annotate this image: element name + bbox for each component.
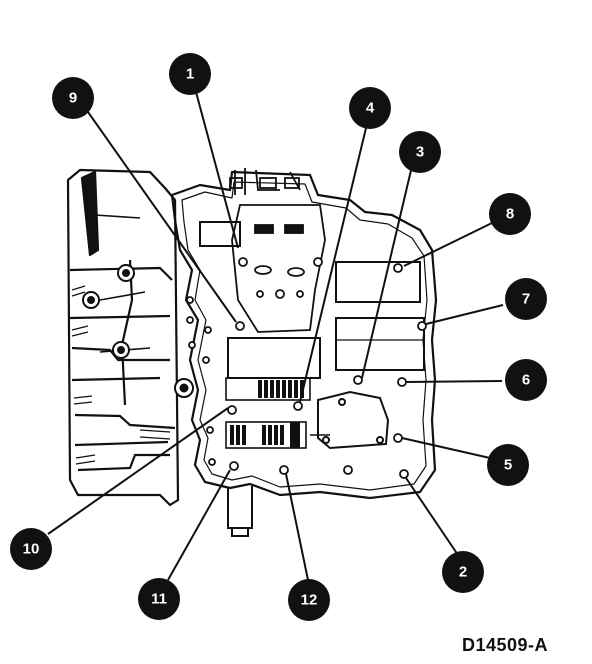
- callout-6: 6: [505, 359, 547, 401]
- callout-7: 7: [505, 278, 547, 320]
- leader-8: [403, 221, 495, 267]
- filter-neck: [227, 486, 253, 537]
- callout-8-label: 8: [506, 206, 514, 223]
- callout-5: 5: [487, 444, 529, 486]
- case-hatching: [71, 285, 171, 465]
- callout-2-label: 2: [459, 564, 467, 581]
- callout-7-label: 7: [522, 291, 530, 308]
- callout-3: 3: [399, 131, 441, 173]
- callout-1-label: 1: [186, 66, 194, 83]
- separator-plate: [229, 168, 326, 333]
- callout-10-label: 10: [23, 541, 40, 558]
- callout-4: 4: [349, 87, 391, 129]
- body-bolts: [186, 257, 427, 479]
- callout-3-label: 3: [416, 144, 424, 161]
- leader-3: [361, 165, 413, 379]
- callout-10: 10: [10, 528, 52, 570]
- leader-2: [405, 477, 459, 556]
- leader-4: [299, 127, 367, 403]
- callout-5-label: 5: [504, 457, 512, 474]
- callout-12: 12: [288, 579, 330, 621]
- callout-9: 9: [52, 77, 94, 119]
- figure-id-label: D14509-A: [461, 635, 548, 655]
- valve-bores: [199, 221, 425, 379]
- spool-outlines: [225, 377, 330, 449]
- callout-8: 8: [489, 193, 531, 235]
- valve-spool-upper: [258, 380, 304, 398]
- leader-11: [167, 469, 231, 581]
- callout-1: 1: [169, 53, 211, 95]
- leader-6: [405, 380, 503, 383]
- leader-10: [47, 407, 229, 535]
- leader-12: [285, 473, 309, 581]
- callout-11-label: 11: [151, 591, 167, 608]
- cover-plate: [317, 390, 390, 450]
- valve-spool-lower: [230, 422, 300, 448]
- leader-9: [87, 111, 237, 323]
- callout-12-label: 12: [301, 592, 318, 609]
- callout-11: 11: [138, 578, 180, 620]
- callout-4-label: 4: [366, 100, 375, 117]
- leader-1: [195, 91, 239, 249]
- valve-body: [170, 170, 438, 500]
- callout-2: 2: [442, 551, 484, 593]
- callout-9-label: 9: [69, 90, 77, 107]
- leader-lines: [47, 91, 504, 581]
- leader-5: [401, 437, 491, 459]
- case-bolts: [82, 264, 194, 398]
- leader-7: [425, 304, 504, 325]
- callout-6-label: 6: [522, 372, 530, 389]
